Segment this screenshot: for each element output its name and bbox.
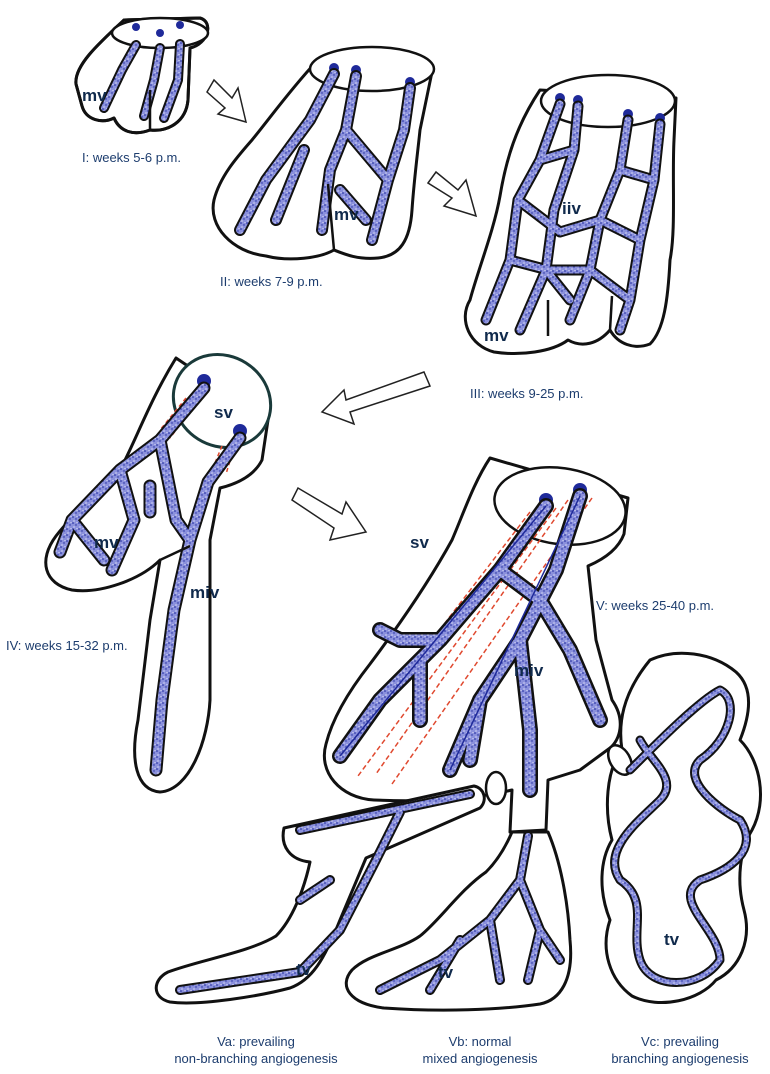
arrow-iii-iv [322, 372, 430, 424]
variant-va-label: tv [296, 960, 312, 979]
stage-iii-label-top: iiv [562, 199, 581, 218]
stage-iv-label-miv: miv [190, 583, 220, 602]
stage-iii-caption: III: weeks 9-25 p.m. [470, 386, 583, 401]
stage-i-villus: mv [76, 18, 208, 133]
variant-vb-label: tv [438, 963, 454, 982]
variant-vc-caption-line1: Vc: prevailing [641, 1034, 719, 1049]
stage-v-label-sv: sv [410, 533, 429, 552]
stage-ii-label: mv [334, 205, 359, 224]
stage-iv-label-mv: mv [94, 533, 119, 552]
variant-va-caption-line2: non-branching angiogenesis [174, 1051, 338, 1066]
stage-v-villus: sv miv [324, 458, 630, 832]
variant-vc-caption-line2: branching angiogenesis [611, 1051, 749, 1066]
stage-ii-caption: II: weeks 7-9 p.m. [220, 274, 323, 289]
variant-va-caption-line1: Va: prevailing [217, 1034, 295, 1049]
arrow-ii-iii [428, 172, 476, 216]
arrow-iv-v [292, 488, 366, 540]
variant-vc-label: tv [664, 930, 680, 949]
stage-v-label-miv: miv [514, 661, 544, 680]
variant-vb-caption-line2: mixed angiogenesis [423, 1051, 538, 1066]
stage-i-caption: I: weeks 5-6 p.m. [82, 150, 181, 165]
variant-vb-caption-line1: Vb: normal [449, 1034, 512, 1049]
stage-iii-villus: iiv mv [465, 75, 676, 354]
stage-iv-label-sv: sv [214, 403, 233, 422]
stage-i-label: mv [82, 86, 107, 105]
stage-iv-villus: sv mv miv [46, 336, 288, 792]
arrow-i-ii [207, 80, 246, 122]
stage-ii-villus: mv [213, 47, 434, 259]
variant-vc-villus: tv [602, 653, 761, 1002]
stage-v-caption: V: weeks 25-40 p.m. [596, 598, 714, 613]
stage-iii-label-bottom: mv [484, 326, 509, 345]
stage-iv-caption: IV: weeks 15-32 p.m. [6, 638, 128, 653]
